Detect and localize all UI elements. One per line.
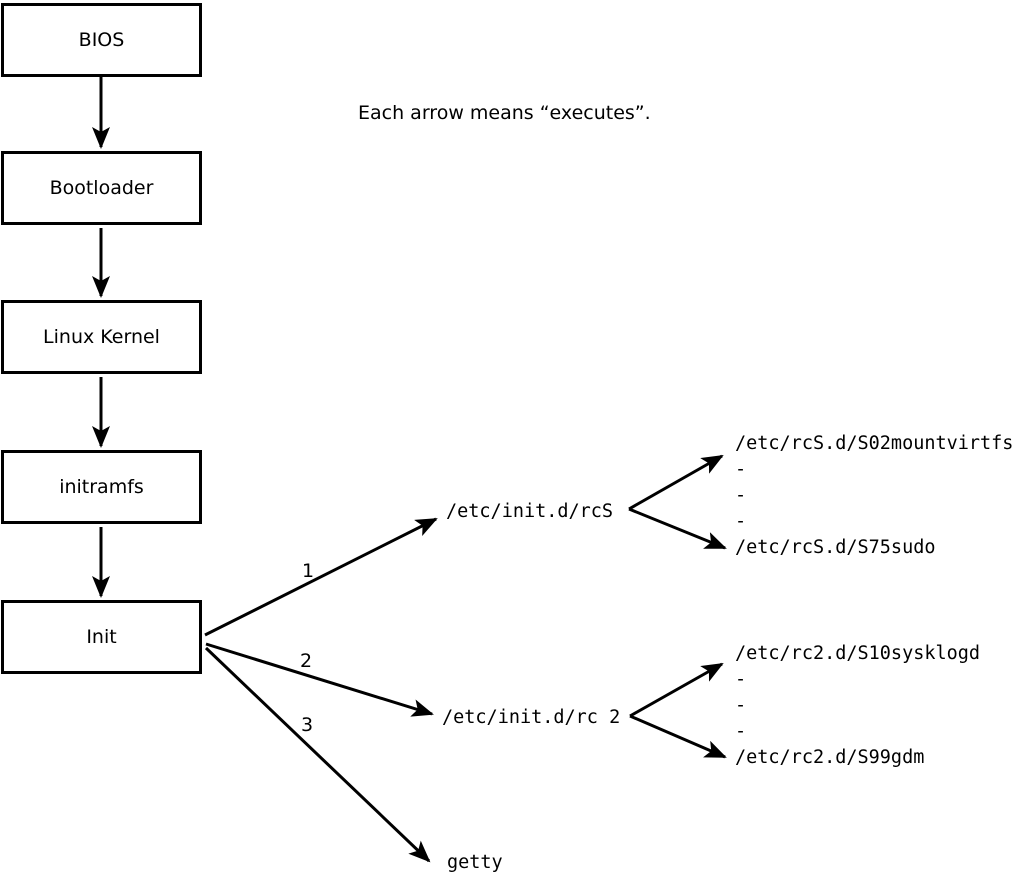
script-item: /etc/rc2.d/S99gdm — [735, 746, 925, 768]
ellipsis-dash: - — [735, 458, 747, 480]
rc2-script-list: /etc/rc2.d/S10sysklogd - - - /etc/rc2.d/… — [735, 640, 980, 770]
arrow-init-to-rcS — [204, 517, 438, 637]
ellipsis-dash: - — [735, 484, 747, 506]
flow-box-label: Init — [86, 626, 117, 648]
ellipsis-dash: - — [735, 668, 747, 690]
branch-rcS-to-last-script — [628, 507, 727, 550]
arrow-init-to-getty — [204, 646, 431, 863]
arrow-order-label-2: 2 — [300, 650, 313, 672]
branch-rc2-to-first-script — [629, 662, 724, 718]
flow-box-label: initramfs — [59, 476, 144, 498]
path-label-getty: getty — [447, 852, 503, 873]
flow-box-label: Bootloader — [49, 177, 154, 199]
path-label-rcS: /etc/init.d/rcS — [446, 501, 614, 522]
ellipsis-dash: - — [735, 694, 747, 716]
ellipsis-dash: - — [735, 720, 747, 742]
arrow-order-label-3: 3 — [301, 714, 314, 736]
rcS-script-list: /etc/rcS.d/S02mountvirtfs - - - /etc/rcS… — [735, 430, 1013, 560]
flow-box-bios: BIOS — [1, 3, 202, 77]
flow-box-label: Linux Kernel — [43, 326, 160, 348]
script-item: /etc/rc2.d/S10sysklogd — [735, 642, 981, 664]
flow-box-label: BIOS — [78, 29, 125, 51]
legend-note: Each arrow means “executes”. — [358, 102, 651, 124]
arrow-init-to-rc2 — [205, 642, 434, 717]
arrow-order-label-1: 1 — [302, 560, 315, 582]
flow-box-bootloader: Bootloader — [1, 151, 202, 225]
path-label-rc2: /etc/init.d/rc 2 — [442, 707, 621, 728]
flow-box-initramfs: initramfs — [1, 450, 202, 524]
branch-rc2-to-last-script — [629, 714, 727, 759]
branch-rcS-to-first-script — [628, 454, 724, 511]
ellipsis-dash: - — [735, 510, 747, 532]
flow-box-init: Init — [1, 600, 202, 674]
flow-box-linux-kernel: Linux Kernel — [1, 300, 202, 374]
script-item: /etc/rcS.d/S75sudo — [735, 536, 936, 558]
script-item: /etc/rcS.d/S02mountvirtfs — [735, 432, 1014, 454]
